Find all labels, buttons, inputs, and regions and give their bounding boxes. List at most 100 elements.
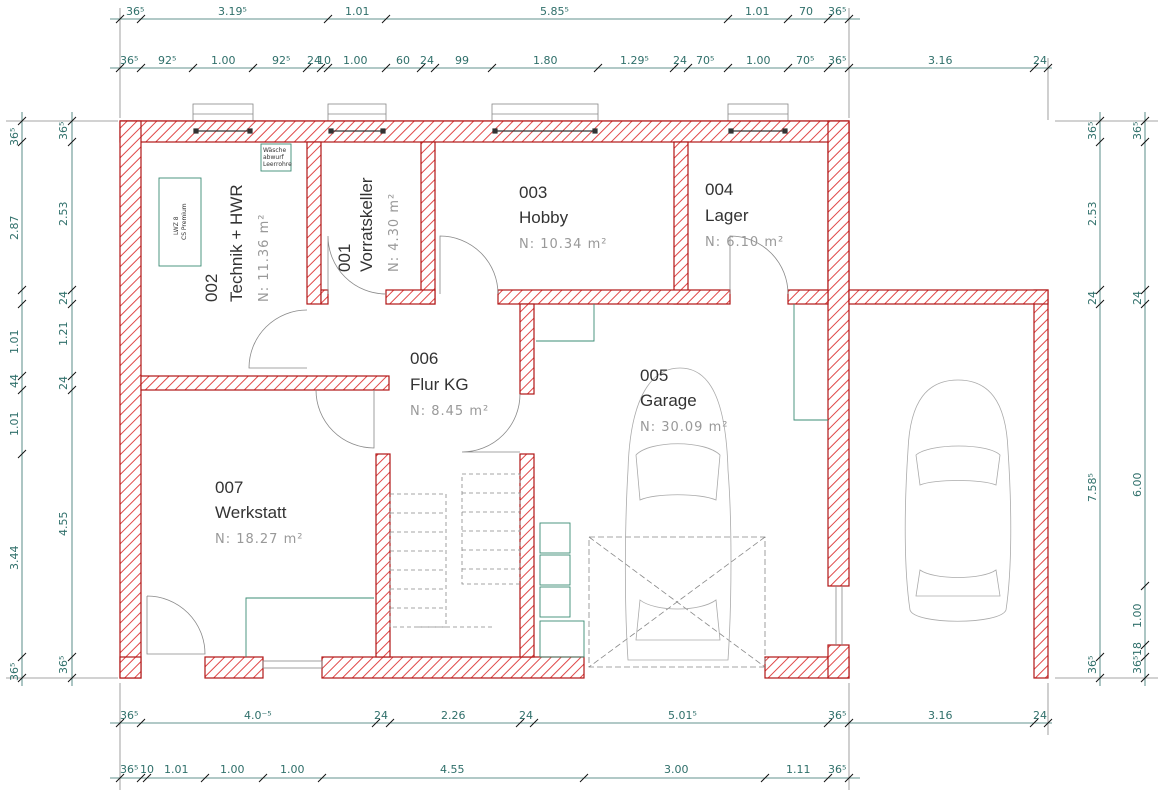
dim-right1-0: 36⁵ bbox=[1086, 122, 1099, 140]
dim-tick bbox=[142, 773, 152, 783]
dim-tick bbox=[67, 137, 77, 147]
room-003-name: Hobby bbox=[519, 208, 569, 227]
dim-bottom2-6: 3.00 bbox=[664, 763, 689, 776]
dim-tick bbox=[844, 773, 854, 783]
room-002-area: N: 11.36 m² bbox=[257, 214, 272, 302]
room-005-num: 005 bbox=[640, 366, 668, 385]
room-007-num: 007 bbox=[215, 478, 243, 497]
dim-left2-2: 24 bbox=[57, 291, 70, 305]
dim-left1-4: 1.01 bbox=[8, 412, 21, 437]
dim-tick bbox=[669, 63, 679, 73]
dimension-labels: 36⁵ 3.19⁵ 1.01 5.85⁵ 1.01 70 36⁵ 36⁵ 92⁵… bbox=[8, 5, 1144, 776]
room-005-name: Garage bbox=[640, 391, 697, 410]
dim-tick bbox=[200, 773, 210, 783]
dim-tick bbox=[136, 63, 146, 73]
dim-left2-5: 4.55 bbox=[57, 512, 70, 537]
dim-tick bbox=[136, 718, 146, 728]
dim-tick bbox=[1140, 673, 1150, 683]
dim-tick bbox=[381, 14, 391, 24]
dim-tick bbox=[593, 63, 603, 73]
dim-top2-10: 1.80 bbox=[533, 54, 558, 67]
dim-top1-0: 36⁵ bbox=[126, 5, 144, 18]
dim-top1-2: 1.01 bbox=[345, 5, 370, 18]
dim-top2-13: 70⁵ bbox=[696, 54, 714, 67]
room-007-area: N: 18.27 m² bbox=[215, 532, 303, 547]
room-001-area: N: 4.30 m² bbox=[387, 193, 402, 272]
walls bbox=[119, 120, 1049, 679]
dim-top2-12: 24 bbox=[673, 54, 687, 67]
dim-tick bbox=[783, 14, 793, 24]
dim-tick bbox=[381, 63, 391, 73]
dim-tick bbox=[844, 14, 854, 24]
room-004-num: 004 bbox=[705, 180, 733, 199]
dim-top2-11: 1.29⁵ bbox=[620, 54, 649, 67]
room-006-name: Flur KG bbox=[410, 375, 469, 394]
dim-tick bbox=[323, 14, 333, 24]
dim-left1-3: 44 bbox=[8, 374, 21, 388]
room-005-area: N: 30.09 m² bbox=[640, 420, 728, 435]
dim-top2-15: 70⁵ bbox=[796, 54, 814, 67]
dim-tick bbox=[683, 63, 693, 73]
dim-tick bbox=[67, 652, 77, 662]
dim-tick bbox=[1095, 299, 1105, 309]
dim-right2-4: 36⁵ bbox=[1131, 656, 1144, 674]
window-frames bbox=[193, 128, 788, 134]
dim-tick bbox=[844, 63, 854, 73]
room-006-num: 006 bbox=[410, 349, 438, 368]
dim-right1-2: 24 bbox=[1086, 291, 1099, 305]
dim-tick bbox=[823, 63, 833, 73]
dim-tick bbox=[1095, 673, 1105, 683]
dim-bottom1-3: 2.26 bbox=[441, 709, 466, 722]
dim-tick bbox=[67, 285, 77, 295]
dim-left2-3: 1.21 bbox=[57, 322, 70, 347]
dim-tick bbox=[371, 718, 381, 728]
room-003-num: 003 bbox=[519, 183, 547, 202]
dim-tick bbox=[17, 385, 27, 395]
dim-tick bbox=[1140, 137, 1150, 147]
dim-tick bbox=[17, 371, 27, 381]
dim-left1-2: 1.01 bbox=[8, 330, 21, 355]
dim-bottom1-0: 36⁵ bbox=[120, 709, 138, 722]
dim-top2-5: 10 bbox=[317, 54, 331, 67]
dim-tick bbox=[1140, 116, 1150, 126]
dim-tick bbox=[258, 773, 268, 783]
room-003-area: N: 10.34 m² bbox=[519, 237, 607, 252]
dim-tick bbox=[760, 773, 770, 783]
dim-tick bbox=[17, 285, 27, 295]
dim-bottom2-1: 10 bbox=[140, 763, 154, 776]
dim-tick bbox=[1095, 116, 1105, 126]
dim-bottom2-5: 4.55 bbox=[440, 763, 465, 776]
doors bbox=[146, 235, 843, 655]
dim-tick bbox=[302, 63, 312, 73]
dim-bottom1-6: 36⁵ bbox=[828, 709, 846, 722]
room-007-name: Werkstatt bbox=[215, 503, 287, 522]
dim-tick bbox=[188, 63, 198, 73]
dim-tick bbox=[823, 773, 833, 783]
dim-tick bbox=[67, 385, 77, 395]
dim-tick bbox=[17, 673, 27, 683]
fixtures: LWZ 8 CS Premium Wäsche abwurf Leerrohre bbox=[158, 143, 828, 658]
dim-bottom2-3: 1.00 bbox=[220, 763, 245, 776]
dim-left2-1: 2.53 bbox=[57, 202, 70, 227]
dim-tick bbox=[515, 718, 525, 728]
dimension-lines bbox=[6, 8, 1158, 790]
dim-bottom1-7: 3.16 bbox=[928, 709, 953, 722]
dim-right1-1: 2.53 bbox=[1086, 202, 1099, 227]
dim-left1-0: 36⁵ bbox=[8, 128, 21, 146]
dim-right2-1: 24 bbox=[1131, 291, 1144, 305]
dim-tick bbox=[823, 14, 833, 24]
dim-tick bbox=[1140, 652, 1150, 662]
dim-tick bbox=[1029, 63, 1039, 73]
room-006-area: N: 8.45 m² bbox=[410, 404, 489, 419]
dim-tick bbox=[67, 371, 77, 381]
dim-top2-2: 1.00 bbox=[211, 54, 236, 67]
dim-tick bbox=[317, 773, 327, 783]
car-left bbox=[624, 367, 732, 661]
dim-top2-0: 36⁵ bbox=[120, 54, 138, 67]
dim-top2-9: 99 bbox=[455, 54, 469, 67]
dim-tick bbox=[17, 299, 27, 309]
dim-tick bbox=[67, 299, 77, 309]
dim-right2-2: 6.00 bbox=[1131, 473, 1144, 498]
dim-top1-6: 36⁵ bbox=[828, 5, 846, 18]
dim-bottom2-2: 1.01 bbox=[164, 763, 189, 776]
